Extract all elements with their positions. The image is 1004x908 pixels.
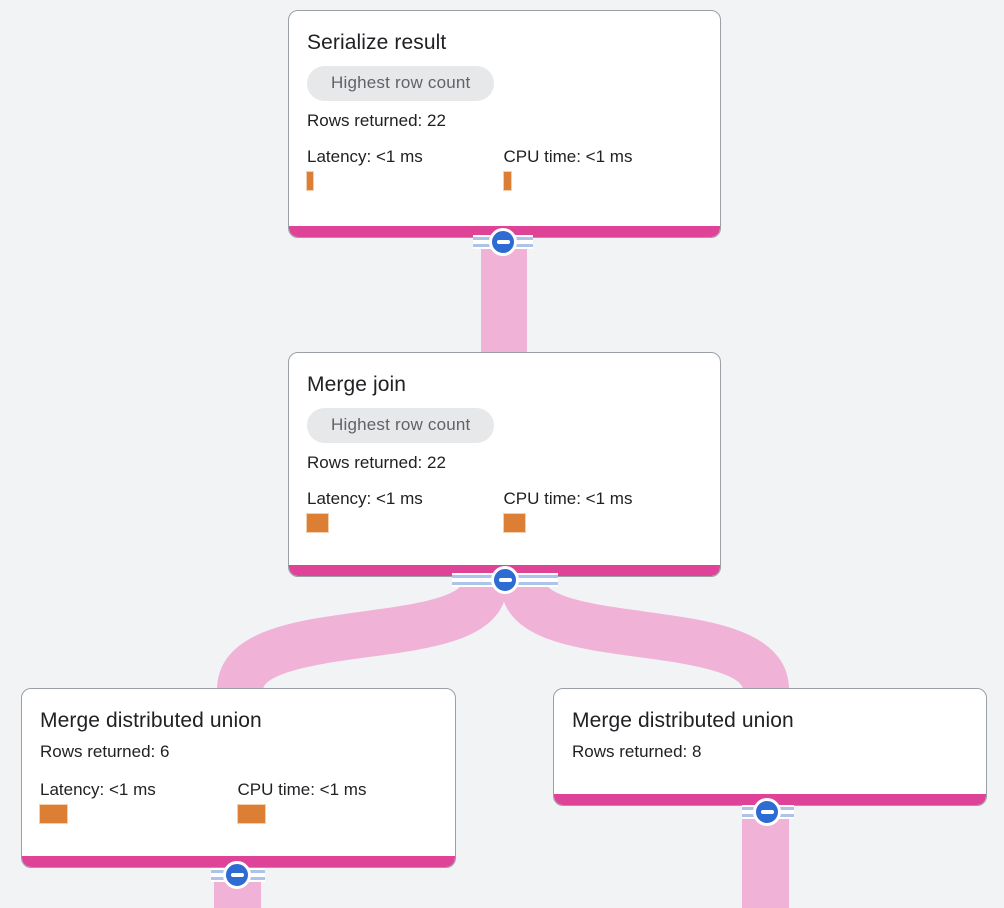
minus-icon xyxy=(760,810,774,814)
rows-returned: Rows returned: 22 xyxy=(307,453,446,472)
edge-serialize-to-mergejoin xyxy=(481,242,527,354)
latency-bar xyxy=(307,514,328,532)
plan-node-merge-distributed-union-left[interactable]: Merge distributed union Rows returned: 6… xyxy=(21,688,456,868)
plan-node-merge-join[interactable]: Merge join Highest row count Rows return… xyxy=(288,352,721,577)
highest-row-count-badge: Highest row count xyxy=(307,408,495,443)
cpu-time-bar xyxy=(503,514,525,532)
node-title: Serialize result xyxy=(307,31,447,54)
cpu-time-label: CPU time: <1 ms xyxy=(237,780,367,799)
collapse-button-union-left[interactable] xyxy=(223,861,251,889)
latency-label: Latency: <1 ms xyxy=(307,489,423,508)
cpu-time-label: CPU time: <1 ms xyxy=(503,147,633,166)
rows-returned: Rows returned: 8 xyxy=(572,742,702,761)
plan-node-merge-distributed-union-right[interactable]: Merge distributed union Rows returned: 8 xyxy=(553,688,987,806)
edge-mergejoin-to-right-union xyxy=(501,580,789,694)
edge-mergejoin-to-left-union xyxy=(217,579,507,694)
latency-bar xyxy=(307,172,313,190)
cpu-time-bar xyxy=(237,805,265,823)
collapse-button-serialize-result[interactable] xyxy=(489,228,517,256)
minus-icon xyxy=(230,873,244,877)
plan-node-serialize-result[interactable]: Serialize result Highest row count Rows … xyxy=(288,10,721,238)
node-title: Merge distributed union xyxy=(572,709,794,732)
latency-label: Latency: <1 ms xyxy=(307,147,423,166)
node-title: Merge join xyxy=(307,373,407,396)
rows-returned: Rows returned: 6 xyxy=(40,742,170,761)
collapse-button-union-right[interactable] xyxy=(753,798,781,826)
latency-bar xyxy=(40,805,67,823)
highest-row-count-badge: Highest row count xyxy=(307,66,495,101)
rows-returned: Rows returned: 22 xyxy=(307,111,446,130)
cpu-time-label: CPU time: <1 ms xyxy=(503,489,633,508)
minus-icon xyxy=(498,578,512,582)
minus-icon xyxy=(496,240,510,244)
collapse-button-merge-join[interactable] xyxy=(491,566,519,594)
latency-label: Latency: <1 ms xyxy=(40,780,156,799)
node-title: Merge distributed union xyxy=(40,709,262,732)
cpu-time-bar xyxy=(503,172,511,190)
